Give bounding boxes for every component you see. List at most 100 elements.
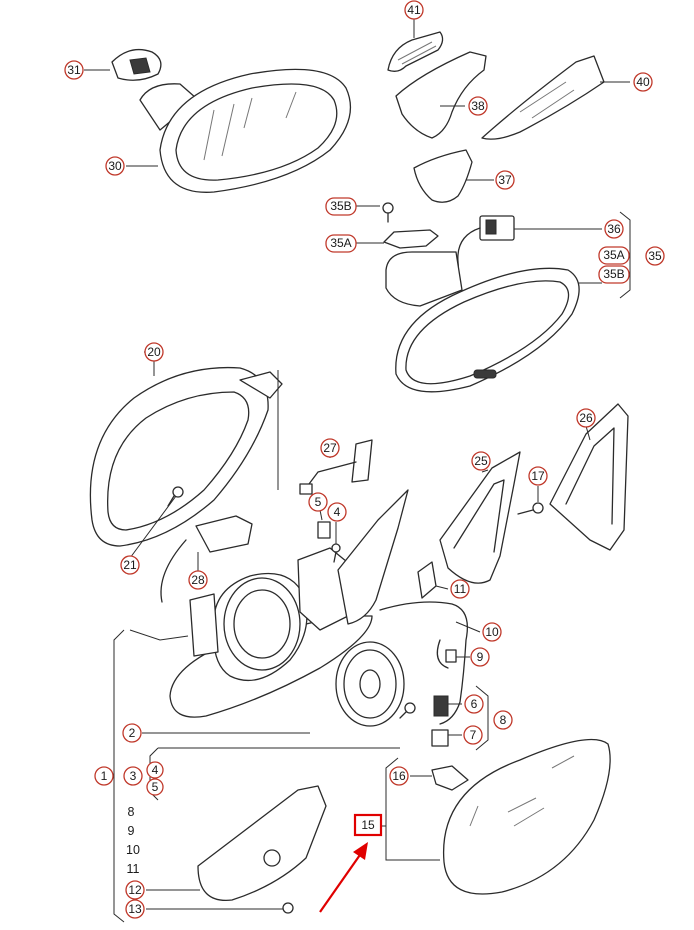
svg-text:20: 20 [147, 345, 161, 359]
trim-piece-icon [417, 561, 437, 599]
cover-lower-icon [413, 149, 473, 203]
callout-27: 27 [320, 438, 340, 458]
callout-9: 9 [470, 647, 490, 667]
interior-mirror-icon [385, 251, 580, 393]
svg-text:6: 6 [471, 697, 478, 711]
label-9: 9 [128, 824, 135, 838]
leader-lines [84, 18, 631, 923]
screw-icon [167, 486, 184, 507]
adjuster-plate-icon [335, 641, 416, 727]
callout-37: 37 [495, 170, 515, 190]
callout-35b-right: 35B [598, 265, 630, 284]
mirror-motor-icon [169, 489, 409, 718]
callout-3: 3 [123, 766, 143, 786]
red-arrow-icon [319, 842, 368, 913]
label-8: 8 [128, 805, 135, 819]
screw-icon [517, 502, 544, 515]
callout-13: 13 [125, 899, 145, 919]
mirror-housing-icon [89, 366, 283, 547]
svg-text:15: 15 [361, 818, 375, 832]
svg-text:11: 11 [454, 582, 467, 596]
label-10: 10 [126, 843, 140, 857]
svg-text:40: 40 [636, 75, 650, 89]
interior-mirror-icon [111, 48, 352, 193]
callout-25: 25 [471, 451, 491, 471]
svg-text:35B: 35B [603, 267, 624, 281]
clip-strip-icon [160, 515, 253, 603]
callout-7: 7 [463, 725, 483, 745]
svg-text:35: 35 [648, 249, 662, 263]
callout-40: 40 [633, 72, 653, 92]
clip-icon [387, 31, 444, 72]
callout-36: 36 [604, 219, 624, 239]
svg-text:8: 8 [500, 713, 507, 727]
callout-31: 31 [64, 60, 84, 80]
callout-41: 41 [404, 0, 424, 20]
svg-text:31: 31 [67, 63, 81, 77]
callout-26: 26 [576, 408, 596, 428]
svg-text:4: 4 [152, 763, 159, 777]
wiring-icon [379, 601, 469, 747]
svg-text:1: 1 [101, 769, 108, 783]
mirror-glass-icon [442, 738, 611, 895]
svg-text:27: 27 [323, 441, 337, 455]
callout-5: 5 [308, 492, 328, 512]
callout-35: 35 [645, 246, 665, 266]
svg-text:21: 21 [123, 558, 137, 572]
svg-text:2: 2 [129, 726, 136, 740]
svg-text:26: 26 [579, 411, 593, 425]
svg-text:12: 12 [128, 883, 142, 897]
callout-35a-right: 35A [598, 246, 630, 265]
svg-text:4: 4 [334, 505, 341, 519]
callout-6: 6 [464, 694, 484, 714]
cable-icon [299, 439, 373, 495]
svg-text:41: 41 [407, 3, 421, 17]
svg-text:9: 9 [477, 650, 484, 664]
callout-11: 11 [450, 579, 470, 599]
clip-icon [431, 765, 469, 791]
svg-text:30: 30 [108, 159, 122, 173]
callout-17: 17 [528, 466, 548, 486]
label-11: 11 [127, 862, 140, 876]
svg-text:16: 16 [392, 769, 406, 783]
highlighted-part-15: 15 [353, 813, 383, 837]
svg-text:28: 28 [191, 573, 205, 587]
connector-icon [317, 521, 341, 563]
clip-icon [383, 229, 439, 249]
svg-text:13: 13 [128, 902, 142, 916]
callout-28: 28 [188, 570, 208, 590]
svg-text:35A: 35A [603, 248, 624, 262]
callout-2: 2 [122, 723, 142, 743]
svg-text:7: 7 [470, 728, 477, 742]
mirror-base-icon [439, 451, 521, 584]
svg-text:35B: 35B [330, 199, 351, 213]
callout-16: 16 [389, 766, 409, 786]
callout-1: 1 [94, 766, 114, 786]
svg-text:5: 5 [315, 495, 322, 509]
callout-10: 10 [482, 622, 502, 642]
svg-text:38: 38 [471, 99, 485, 113]
callout-20: 20 [144, 342, 164, 362]
svg-text:25: 25 [474, 454, 488, 468]
inner-cover-icon [549, 403, 629, 551]
svg-text:35A: 35A [330, 236, 351, 250]
callout-4b: 4 [146, 761, 164, 779]
trim-icon [481, 55, 605, 140]
lower-cover-icon [197, 785, 327, 914]
svg-text:37: 37 [498, 173, 512, 187]
callout-35a-left: 35A [325, 234, 357, 253]
callout-8: 8 [493, 710, 513, 730]
callout-21: 21 [120, 555, 140, 575]
svg-text:3: 3 [130, 769, 137, 783]
callout-30: 30 [105, 156, 125, 176]
cover-icon [395, 51, 487, 139]
svg-text:36: 36 [607, 222, 621, 236]
screw-icon [382, 202, 394, 223]
callout-5b: 5 [146, 778, 164, 796]
svg-text:17: 17 [531, 469, 545, 483]
svg-text:5: 5 [152, 780, 159, 794]
svg-text:10: 10 [485, 625, 499, 639]
callout-12: 12 [125, 880, 145, 900]
callout-4: 4 [327, 502, 347, 522]
